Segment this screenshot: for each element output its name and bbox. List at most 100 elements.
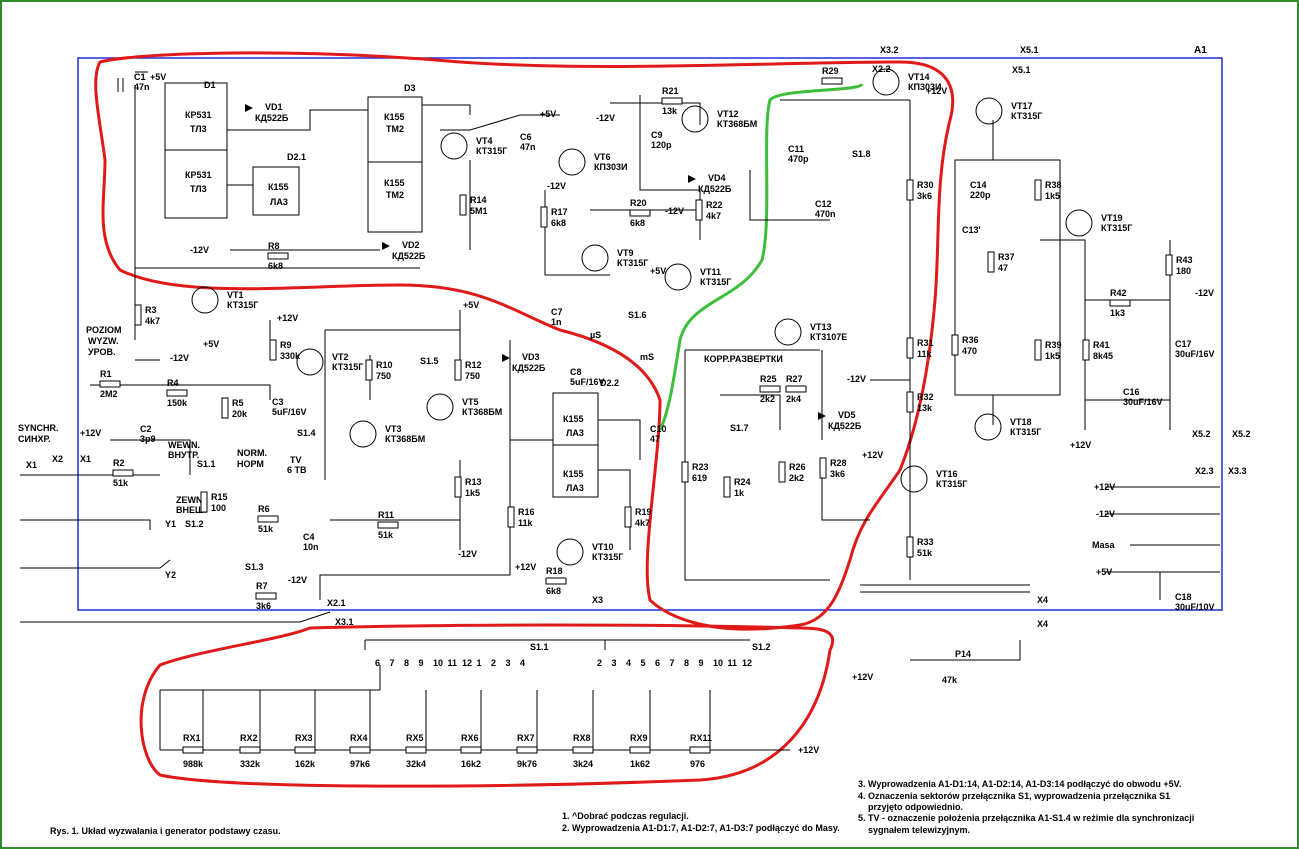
timing-resistor-rx6-body	[460, 746, 482, 754]
timing-resistor-rx7-body	[516, 746, 538, 754]
rail-p5-vt1: +5V	[203, 339, 219, 349]
resistor-r6-body	[257, 515, 279, 523]
resistor-r26-value: 2k2	[789, 473, 804, 483]
resistor-r38-value: 1k5	[1045, 191, 1060, 201]
transistor-vt3-symbol	[349, 420, 377, 448]
label-ms: mS	[640, 352, 654, 362]
diode-vd4-type: КД522Б	[698, 184, 732, 194]
transistor-vt18-symbol	[974, 413, 1002, 441]
switch-s1-8: S1.8	[852, 149, 871, 159]
conn-x3-1: X3.1	[335, 617, 354, 627]
capacitor-c12-ref: C12	[815, 199, 832, 209]
s1-1-pin-7: 7	[390, 658, 395, 668]
label-urov: УРОВ.	[88, 347, 115, 357]
rail-p12-vt14: +12V	[926, 86, 947, 96]
rail-p12-r18: +12V	[515, 562, 536, 572]
label-wyzw: WYZW.	[88, 336, 119, 346]
resistor-r41-ref: R41	[1093, 340, 1110, 350]
capacitor-c9-ref: C9	[651, 130, 663, 140]
capacitor-c7-ref: C7	[551, 307, 563, 317]
transistor-vt16-symbol	[900, 465, 928, 493]
label-p14v: 47k	[942, 675, 958, 685]
resistor-r24-body	[723, 476, 731, 498]
switch-s1-2: S1.2	[185, 519, 204, 529]
s1-1-pin-6: 6	[375, 658, 380, 668]
capacitor-c6-ref: C6	[520, 132, 532, 142]
timing-resistor-rx2-ref: RX2	[240, 733, 258, 743]
ic-d2-2b-type: К155	[563, 469, 584, 479]
resistor-r27-body	[785, 385, 807, 393]
rx-resistor-labels: RX1988kRX2332kRX3162kRX497k6RX532k4RX616…	[182, 690, 712, 769]
capacitor-c4-ref: C4	[303, 532, 315, 542]
label-norm-ru: НОРМ	[237, 459, 264, 469]
s1-1-pin-12: 12	[462, 658, 472, 668]
ic-d1a-sub: ТЛ3	[190, 124, 207, 134]
conn-x3: X3	[592, 595, 603, 605]
transistor-vt18-ref: VT18	[1010, 417, 1032, 427]
label-sinhr: СИНХР.	[18, 434, 51, 444]
timing-resistor-rx8-value: 3k24	[573, 759, 593, 769]
resistor-r37-ref: R37	[998, 252, 1015, 262]
resistor-r11-value: 51k	[378, 530, 394, 540]
resistor-r10-body	[365, 359, 373, 381]
label-tv: TV	[290, 455, 302, 465]
capacitor-c1-value: 47n	[134, 82, 150, 92]
resistor-r33-value: 51k	[917, 548, 933, 558]
rail-p5-vt4: +5V	[540, 109, 556, 119]
resistor-r4-body	[166, 389, 188, 397]
resistor-r15-value: 100	[211, 503, 226, 513]
switch-s1-6: S1.6	[628, 310, 647, 320]
timing-resistor-rx7-value: 9k76	[517, 759, 537, 769]
conn-x3-2: X3.2	[880, 45, 899, 55]
rail-p5-vt9: +5V	[650, 266, 666, 276]
resistor-r5-value: 20k	[232, 409, 248, 419]
transistor-vt4-symbol	[440, 132, 468, 160]
resistor-r28-body	[819, 457, 827, 479]
timing-resistor-rx3-ref: RX3	[295, 733, 313, 743]
timing-resistor-rx9-body	[629, 746, 651, 754]
label-y2: Y2	[165, 570, 176, 580]
label-korr: КОРР.РАЗВЕРТКИ	[704, 354, 783, 364]
capacitor-c17-ref: C17	[1175, 339, 1192, 349]
timing-resistor-rx4-body	[349, 746, 371, 754]
resistor-r25-body	[759, 385, 781, 393]
timing-resistor-rx3-body	[294, 746, 316, 754]
ic-d2-1-sub: ЛА3	[270, 197, 288, 207]
timing-resistor-rx8-ref: RX8	[573, 733, 591, 743]
diode-vd2-symbol	[382, 242, 390, 250]
rail-p12-rx: +12V	[798, 745, 819, 755]
resistor-r7-ref: R7	[256, 581, 268, 591]
figure-caption: Rys. 1. Układ wyzwalania i generator pod…	[50, 826, 281, 836]
transistor-vt19-type: КТ315Г	[1101, 223, 1132, 233]
resistor-r15-ref: R15	[211, 492, 228, 502]
resistor-r41-value: 8k45	[1093, 351, 1113, 361]
rail-p12-x4: +12V	[852, 672, 873, 682]
resistor-r31-ref: R31	[917, 338, 934, 348]
s1-1-pin-8: 8	[404, 658, 409, 668]
resistor-r39-ref: R39	[1045, 340, 1062, 350]
resistor-r21-ref: R21	[662, 86, 679, 96]
s1-1-pin-9: 9	[419, 658, 424, 668]
transistor-vt2-type: КТ315Г	[332, 362, 363, 372]
timing-resistor-rx9-ref: RX9	[630, 733, 648, 743]
rail-m12-x2-3: -12V	[1096, 509, 1115, 519]
transistor-vt17-symbol	[975, 97, 1003, 125]
timing-resistor-rx9-value: 1k62	[630, 759, 650, 769]
resistor-r36-body	[951, 334, 959, 356]
diode-vd3-type: КД522Б	[512, 363, 546, 373]
timing-resistor-rx2-body	[239, 746, 261, 754]
resistor-r20-body	[629, 209, 651, 217]
diode-vd4-ref: VD4	[708, 173, 726, 183]
resistor-r31-body	[906, 337, 914, 359]
capacitor-c14-ref: C14	[970, 180, 987, 190]
s1-2-pin-2: 2	[597, 658, 602, 668]
resistor-r15-body	[200, 491, 208, 513]
ic-d2-1-ref: D2.1	[287, 152, 306, 162]
resistor-r24-value: 1k	[734, 488, 745, 498]
resistor-r42-ref: R42	[1110, 288, 1127, 298]
rail-p5-c1: +5V	[150, 72, 166, 82]
conn-x2-3: X2.3	[1195, 466, 1214, 476]
capacitor-c18-ref: C18	[1175, 592, 1192, 602]
resistor-r17-value: 6k8	[551, 218, 566, 228]
rail-m12-poziom: -12V	[170, 353, 189, 363]
